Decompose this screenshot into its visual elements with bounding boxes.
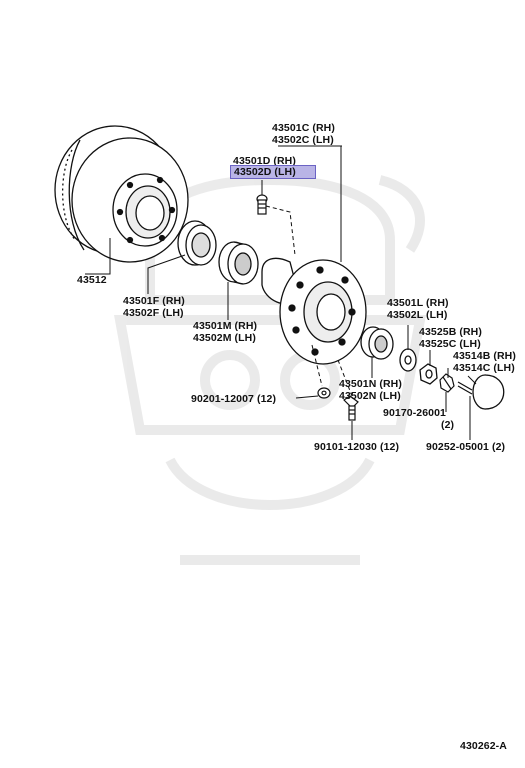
part-label-43502d-highlighted[interactable]: 43502D (LH): [230, 165, 316, 179]
diagram-number: 430262-A: [460, 740, 507, 752]
part-label-90170-qty: (2): [441, 419, 455, 431]
washer[interactable]: [317, 387, 331, 399]
outer-bearing-part[interactable]: [360, 326, 394, 360]
part-label-43501m[interactable]: 43501M (RH): [193, 320, 258, 332]
part-label-43501d[interactable]: 43501D (RH): [233, 155, 296, 167]
part-label-43501f[interactable]: 43501F (RH): [123, 295, 185, 307]
nut-lock[interactable]: [439, 373, 455, 393]
part-label-43525b[interactable]: 43525B (RH): [419, 326, 482, 338]
hub-nut[interactable]: [419, 363, 438, 385]
part-label-90170-26001[interactable]: 90170-26001: [383, 407, 446, 419]
thrust-washer[interactable]: [399, 348, 417, 372]
part-label-43502n[interactable]: 43502N (LH): [339, 390, 401, 402]
part-label-90201-12007[interactable]: 90201-12007 (12): [191, 393, 277, 405]
part-label-43525c[interactable]: 43525C (LH): [419, 338, 481, 350]
grease-cap[interactable]: [472, 374, 505, 410]
rotor-bolt[interactable]: [343, 395, 359, 421]
part-label-90101-12030[interactable]: 90101-12030 (12): [314, 441, 400, 453]
part-label-43502l[interactable]: 43502L (LH): [387, 309, 448, 321]
leader-lines: [85, 145, 477, 440]
hub-bolt[interactable]: [256, 194, 268, 215]
part-label-43502c[interactable]: 43502C (LH): [272, 134, 334, 146]
part-label-90252-05001[interactable]: 90252-05001 (2): [426, 441, 506, 453]
cotter-pin[interactable]: [457, 381, 473, 395]
part-label-43501c[interactable]: 43501C (RH): [272, 122, 335, 134]
inner-bearing-part[interactable]: [218, 241, 259, 285]
part-label-43501l[interactable]: 43501L (RH): [387, 297, 449, 309]
inner-seal-part[interactable]: [177, 220, 217, 266]
part-label-43502f[interactable]: 43502F (LH): [123, 307, 184, 319]
part-label-43502m[interactable]: 43502M (LH): [193, 332, 256, 344]
part-label-43512[interactable]: 43512: [77, 274, 107, 286]
brake-disc-rotor[interactable]: [54, 125, 189, 263]
axle-hub[interactable]: [261, 257, 367, 365]
part-label-43501n[interactable]: 43501N (RH): [339, 378, 402, 390]
part-label-43514c[interactable]: 43514C (LH): [453, 362, 515, 374]
part-label-43514b[interactable]: 43514B (RH): [453, 350, 516, 362]
